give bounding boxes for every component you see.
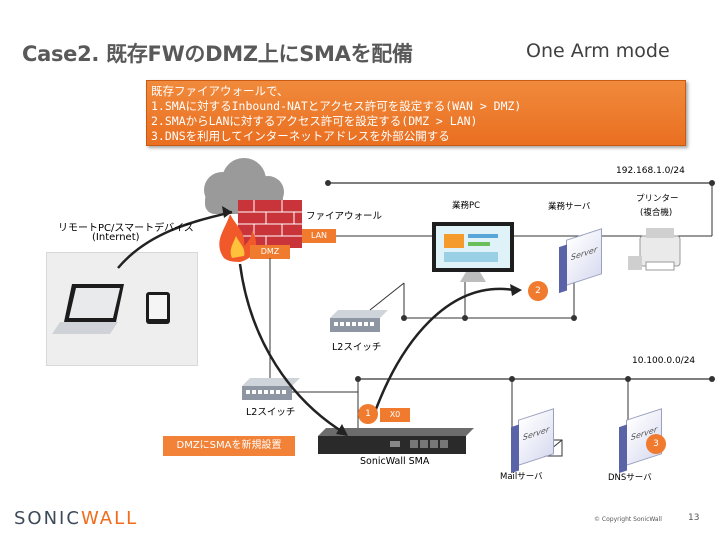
- logo-text-a: SONIC: [14, 508, 81, 529]
- logo-text-b: WALL: [80, 508, 139, 529]
- firewall-icon: [219, 200, 302, 262]
- dmz-port-tag: [250, 245, 290, 259]
- page-number: 13: [688, 513, 700, 523]
- lan-subnet-label: 192.168.1.0/24: [616, 166, 685, 176]
- fw-to-sma-arrow: [238, 263, 347, 436]
- lan-port-tag: [302, 229, 336, 243]
- note-line: 3.DNSを利用してインターネットアドレスを外部公開する: [151, 129, 450, 143]
- notes-box: 既存ファイアウォールで、 1.SMAに対するInbound-NATとアクセス許可…: [146, 80, 686, 146]
- sma-new-badge: DMZにSMAを新規設置: [163, 436, 295, 456]
- firewall-label: ファイアウォール: [306, 211, 383, 222]
- note-line: 1.SMAに対するInbound-NATとアクセス許可を設定する(WAN > D…: [151, 99, 522, 113]
- switch-to-bus: [369, 282, 405, 311]
- dns-server-label: DNSサーバ: [608, 473, 652, 483]
- business-pc-label: 業務PC: [452, 201, 481, 211]
- arrow-head: [222, 206, 232, 218]
- sma-appliance-icon: [318, 428, 474, 454]
- note-line: 既存ファイアウォールで、: [151, 84, 289, 98]
- l2-switch-bottom-icon: [242, 378, 300, 400]
- page-title: Case2. 既存FWのDMZ上にSMAを配備: [22, 42, 413, 66]
- lan-node: [571, 315, 577, 321]
- dmz-subnet-label: 10.100.0.0/24: [632, 356, 696, 366]
- mail-server-label: Mailサーバ: [500, 472, 543, 482]
- lan-port-label: LAN: [310, 231, 328, 240]
- remote-label: リモートPC/スマートデバイス: [58, 223, 194, 234]
- l2-switch-top-icon: [330, 310, 388, 332]
- l2-switch-bottom-label: L2スイッチ: [246, 407, 296, 418]
- arrow-head: [336, 424, 348, 436]
- lan-node: [401, 315, 407, 321]
- sma-to-lan-arrow: [370, 287, 515, 421]
- tablet-icon: [146, 292, 170, 324]
- printer-sub-label: (複合機): [640, 208, 673, 218]
- arrow-head: [510, 284, 522, 296]
- step-badge-2: 2: [528, 281, 548, 301]
- dmz-node: [509, 376, 515, 382]
- step-badge-1: 1: [358, 404, 378, 424]
- printer-icon: [628, 228, 681, 271]
- dmz-node: [625, 376, 631, 382]
- lan-node: [462, 315, 468, 321]
- sma-port-label: X0: [380, 408, 410, 422]
- business-server-label: 業務サーバ: [548, 202, 591, 212]
- dmz-port-label: DMZ: [260, 247, 280, 256]
- bus-node: [325, 180, 331, 186]
- l2-switch-top-label: L2スイッチ: [332, 342, 382, 353]
- sonicwall-logo: SONICWALL: [14, 508, 138, 529]
- note-line: 2.SMAからLANに対するアクセス許可を設定する(DMZ > LAN): [151, 114, 478, 128]
- laptop-icon: [52, 284, 124, 334]
- mode-label: One Arm mode: [526, 40, 670, 62]
- internet-label: (Internet): [92, 232, 140, 243]
- copyright: © Copyright SonicWall: [594, 516, 662, 523]
- bus-node: [709, 376, 715, 382]
- printer-label: プリンター: [636, 194, 679, 204]
- sma-label: SonicWall SMA: [360, 456, 430, 467]
- business-pc-icon: [432, 222, 514, 282]
- step-badge-3: 3: [646, 434, 666, 454]
- remote-to-cloud-arrow: [117, 210, 233, 269]
